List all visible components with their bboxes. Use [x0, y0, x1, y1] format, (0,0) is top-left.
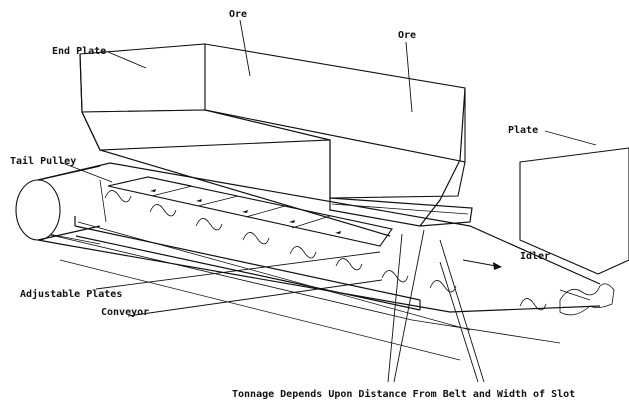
label-conveyor: Conveyor — [101, 307, 149, 318]
side-rail — [74, 216, 421, 311]
label-ore-top: Ore — [229, 9, 247, 20]
label-plate: Plate — [508, 125, 538, 136]
label-idler: Idler — [520, 251, 550, 262]
conveyor-belt-bottom — [37, 221, 561, 361]
label-tail-pulley: Tail Pulley — [10, 155, 76, 167]
idler-rollers — [99, 179, 615, 316]
leader-lines — [59, 19, 597, 383]
side-plate — [519, 147, 629, 275]
direction-arrow — [462, 259, 502, 270]
ore-hopper — [79, 43, 473, 237]
label-ore-right: Ore — [398, 30, 416, 41]
adjustable-plates — [107, 176, 393, 247]
label-adjustable-plates: Adjustable Plates — [20, 288, 122, 300]
label-end-plate: End Plate — [52, 46, 106, 57]
caption: Tonnage Depends Upon Distance From Belt … — [232, 388, 575, 400]
conveyor-belt-top — [37, 162, 601, 313]
